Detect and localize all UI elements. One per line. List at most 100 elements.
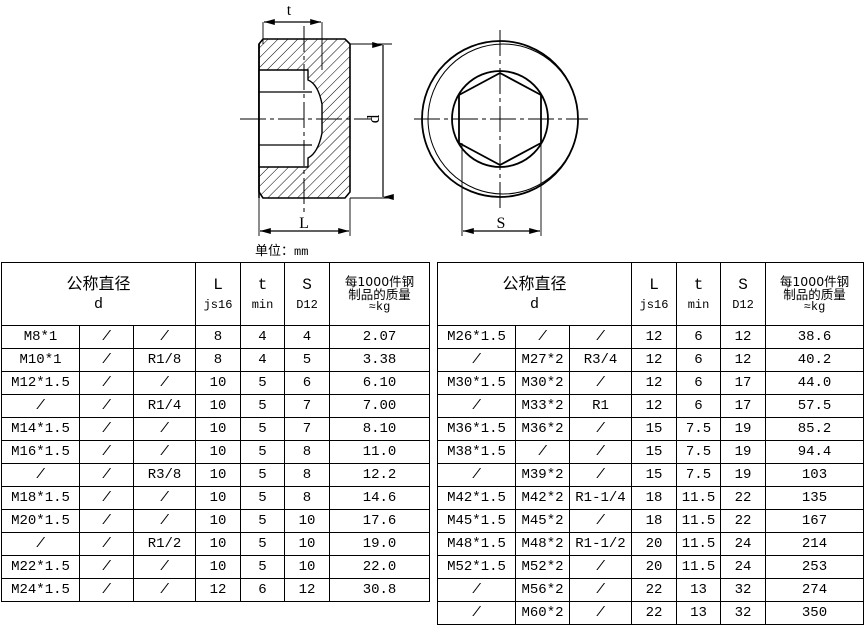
cell-diameter-metric-coarse: / [79, 555, 134, 579]
cell-depth: 5 [240, 440, 285, 464]
cell-diameter-pipe-thread: / [133, 486, 196, 510]
cell-diameter-metric-coarse: M60*2 [515, 601, 570, 625]
cell-diameter-pipe-thread: R1/8 [133, 348, 196, 372]
cell-diameter-metric-fine: M42*1.5 [437, 486, 516, 510]
header-length-main: L [649, 276, 659, 295]
cell-depth: 4 [240, 325, 285, 349]
cell-socket-width: 6 [284, 371, 330, 395]
cell-length: 20 [631, 555, 677, 579]
cell-diameter-pipe-thread: / [133, 509, 196, 533]
header-socket-main: S [738, 276, 748, 295]
cell-diameter-metric-coarse: / [515, 440, 570, 464]
cell-length: 10 [195, 463, 241, 487]
cell-diameter-metric-coarse: / [515, 325, 570, 349]
cell-diameter-pipe-thread: / [133, 555, 196, 579]
cell-diameter-pipe-thread: R3/8 [133, 463, 196, 487]
cell-diameter-pipe-thread: / [133, 440, 196, 464]
technical-drawing-svg: t L d [240, 2, 588, 236]
cell-socket-width: 7 [284, 417, 330, 441]
cell-socket-width: 22 [720, 486, 766, 510]
cell-mass: 17.6 [329, 509, 430, 533]
cell-socket-width: 10 [284, 509, 330, 533]
cell-length: 15 [631, 440, 677, 464]
header-socket-main: S [302, 276, 312, 295]
cell-diameter-metric-fine: / [437, 578, 516, 602]
cell-diameter-pipe-thread: / [569, 371, 632, 395]
cell-mass: 85.2 [765, 417, 864, 441]
cell-diameter-metric-fine: M14*1.5 [1, 417, 80, 441]
cell-diameter-metric-coarse: M36*2 [515, 417, 570, 441]
header-length-main: L [213, 276, 223, 295]
spec-table-right: 公称直径 d L js16 t min S D12 每1000件钢 制品的质 [437, 262, 864, 625]
cell-diameter-metric-fine: / [437, 601, 516, 625]
cell-length: 10 [195, 532, 241, 556]
cell-mass: 12.2 [329, 463, 430, 487]
cell-diameter-pipe-thread: / [133, 578, 196, 602]
cell-depth: 7.5 [676, 440, 721, 464]
cell-length: 22 [631, 601, 677, 625]
header-mass: 每1000件钢 制品的质量 ≈kg [765, 262, 864, 326]
cell-diameter-metric-coarse: M48*2 [515, 532, 570, 556]
cell-socket-width: 8 [284, 486, 330, 510]
cell-diameter-pipe-thread: R1-1/4 [569, 486, 632, 510]
cell-diameter-metric-coarse: M52*2 [515, 555, 570, 579]
cell-diameter-pipe-thread: R1/4 [133, 394, 196, 418]
cell-depth: 6 [240, 578, 285, 602]
cell-mass: 6.10 [329, 371, 430, 395]
cell-depth: 7.5 [676, 417, 721, 441]
cell-depth: 4 [240, 348, 285, 372]
cell-socket-width: 7 [284, 394, 330, 418]
cell-depth: 5 [240, 371, 285, 395]
header-nominal-diameter-symbol: d [529, 295, 539, 313]
header-depth-main: t [257, 276, 268, 295]
cell-diameter-metric-fine: M38*1.5 [437, 440, 516, 464]
cell-socket-width: 17 [720, 394, 766, 418]
cell-mass: 8.10 [329, 417, 430, 441]
header-socket-sub: D12 [732, 297, 754, 312]
cell-mass: 22.0 [329, 555, 430, 579]
cell-length: 15 [631, 463, 677, 487]
header-length: L js16 [195, 262, 241, 326]
cell-length: 8 [195, 348, 241, 372]
cell-diameter-pipe-thread: / [569, 509, 632, 533]
header-nominal-diameter-title: 公称直径 [66, 274, 131, 294]
table-header-row: 公称直径 d L js16 t min S D12 每1000件钢 制品的质 [1, 262, 430, 326]
cell-length: 12 [195, 578, 241, 602]
header-nominal-diameter-symbol: d [93, 295, 103, 313]
cell-diameter-metric-coarse: M39*2 [515, 463, 570, 487]
dimension-label-t: t [287, 2, 292, 19]
cell-mass: 94.4 [765, 440, 864, 464]
table-header-row: 公称直径 d L js16 t min S D12 每1000件钢 制品的质 [437, 262, 864, 326]
cell-mass: 253 [765, 555, 864, 579]
header-nominal-diameter: 公称直径 d [437, 262, 632, 326]
cell-length: 12 [631, 348, 677, 372]
cell-depth: 5 [240, 394, 285, 418]
cell-diameter-metric-coarse: M33*2 [515, 394, 570, 418]
cell-diameter-metric-coarse: M27*2 [515, 348, 570, 372]
cell-diameter-metric-fine: M48*1.5 [437, 532, 516, 556]
cell-length: 10 [195, 394, 241, 418]
cell-depth: 11.5 [676, 532, 721, 556]
cell-socket-width: 19 [720, 440, 766, 464]
cell-diameter-pipe-thread: / [569, 325, 632, 349]
cell-diameter-pipe-thread: / [569, 463, 632, 487]
cell-diameter-metric-fine: M52*1.5 [437, 555, 516, 579]
cell-mass: 214 [765, 532, 864, 556]
cell-diameter-pipe-thread: / [569, 601, 632, 625]
spec-table-right-wrapper: 公称直径 d L js16 t min S D12 每1000件钢 制品的质 [437, 262, 864, 625]
cell-diameter-metric-coarse: M30*2 [515, 371, 570, 395]
header-depth-sub: min [251, 297, 274, 312]
cell-depth: 5 [240, 532, 285, 556]
cell-diameter-metric-fine: / [1, 463, 80, 487]
cell-socket-width: 5 [284, 348, 330, 372]
